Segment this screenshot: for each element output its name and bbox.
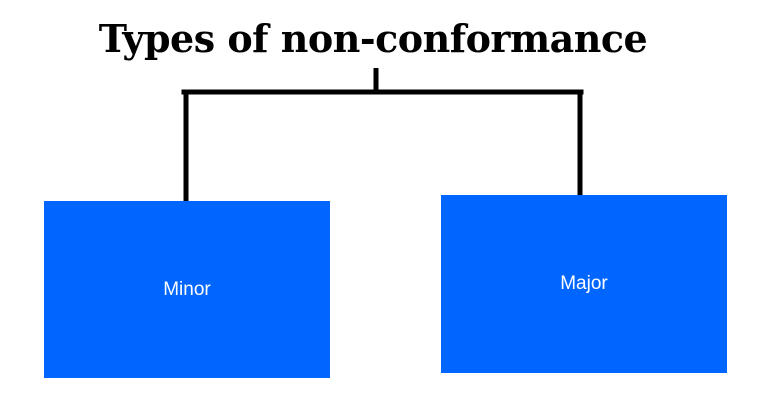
node-major-label: Major [560, 273, 608, 294]
diagram-title: Types of non-conformance [98, 16, 648, 61]
node-minor: Minor [44, 201, 330, 378]
node-major: Major [441, 195, 727, 373]
node-minor-label: Minor [163, 278, 211, 300]
